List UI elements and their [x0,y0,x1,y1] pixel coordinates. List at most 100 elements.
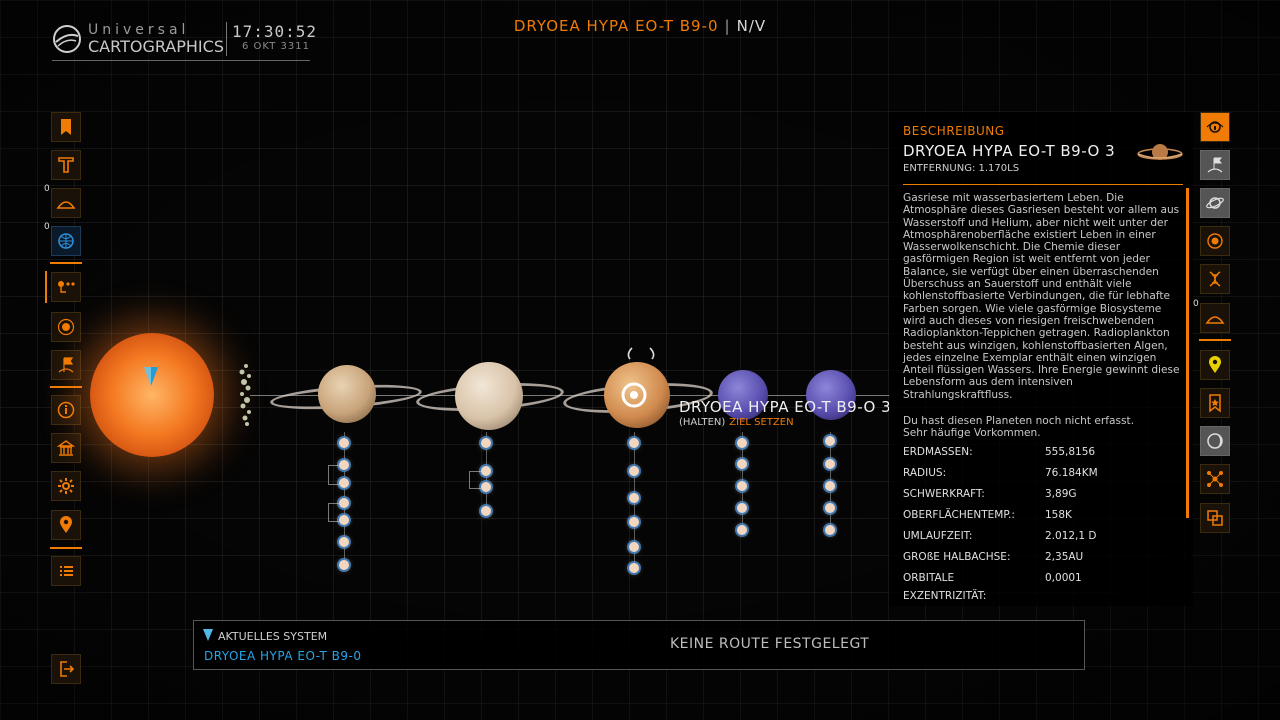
surface-scan-button[interactable]: 0 [44,184,81,218]
planet-3-moon[interactable] [629,438,639,448]
planet-3-moon[interactable] [629,493,639,503]
planet-5-moon[interactable] [825,481,835,491]
planet-5-moon[interactable] [825,459,835,469]
current-system-name[interactable]: DRYOEA HYPA EO-T B9-0 [204,649,362,663]
planet-4-moon[interactable] [737,503,747,513]
system-map-button[interactable] [51,272,81,302]
set-target-link[interactable]: ZIEL SETZEN [729,417,794,428]
star-target-filter-button[interactable] [1200,226,1230,256]
location-filter-button[interactable] [1200,350,1230,380]
stat-row: SCHWERKRAFT:3,89G [903,488,1183,504]
transfer-icon [1207,510,1223,526]
crescent-icon [1207,433,1223,449]
station-button[interactable] [51,433,81,463]
planet-3-moon[interactable] [629,517,639,527]
target-planet-button[interactable] [51,312,81,342]
surface-scan-filter-button[interactable]: 0 [1193,299,1230,333]
planet-2-moon[interactable] [481,482,491,492]
station-icon [56,440,76,456]
planet-ring-icon [1206,197,1224,209]
planet-4-moon[interactable] [737,459,747,469]
system-name: DRYOEA HYPA EO-T B9-0 [513,17,719,35]
planet-1-binary-bracket [328,503,341,522]
planet-4-moon[interactable] [737,481,747,491]
flag-filter-button[interactable] [1200,150,1230,180]
exit-icon [60,661,75,677]
exit-button[interactable] [51,654,81,684]
surface-scan-filter-count: 0 [1193,299,1199,309]
cartographics-logo-icon [53,25,81,53]
network-icon [1207,471,1223,487]
planet-2[interactable] [455,362,523,430]
planet-1-moon[interactable] [339,515,349,525]
primary-star[interactable] [90,333,214,457]
info-scrollbar[interactable] [1186,188,1189,518]
planet-5-moon[interactable] [825,436,835,446]
stat-row: EXZENTRIZITÄT: [903,590,1183,606]
biology-filter-button[interactable] [1200,264,1230,294]
planet-1[interactable] [318,365,376,423]
stat-row: ERDMASSEN:555,8156 [903,446,1183,462]
info-filter-button[interactable] [1200,112,1230,142]
planet-5-moon[interactable] [825,503,835,513]
stat-label: ERDMASSEN: [903,446,973,458]
logo-divider [226,22,227,56]
list-button[interactable] [51,556,81,586]
planet-ring-filter-button[interactable] [1200,188,1230,218]
stat-label: ORBITALE [903,572,955,584]
planet-4[interactable] [718,370,768,420]
bookmark-star-filter-button[interactable] [1200,388,1230,418]
planet-5[interactable] [806,370,856,420]
planet-2-moon[interactable] [481,506,491,516]
list-icon [60,566,73,576]
globe-button[interactable]: 0 [44,222,81,256]
planet-3-moon[interactable] [629,563,639,573]
transfer-filter-button[interactable] [1200,503,1230,533]
planet-1-moon[interactable] [339,560,349,570]
galnet-button[interactable] [51,150,81,180]
stat-label: OBERFLÄCHENTEMP.: [903,509,1015,521]
logo-underline [52,60,310,61]
crescent-filter-button[interactable] [1200,426,1230,456]
planet-1-moon[interactable] [339,478,349,488]
left-toolbar-divider-3 [50,547,82,549]
stat-row: OBERFLÄCHENTEMP.: 158K [903,509,1183,525]
info-description: Gasriese mit wasserbasiertem Leben. Die … [903,192,1180,401]
planet-4-moon[interactable] [737,525,747,535]
settings-gear-icon [58,478,74,494]
planet-3-moon[interactable] [629,466,639,476]
info-status-scan: Du hast diesen Planeten noch nicht erfas… [903,415,1135,427]
planet-1-moon[interactable] [339,498,349,508]
surface-scan-icon [1205,316,1225,324]
surface-scan-icon [56,201,76,209]
system-status: N/V [736,17,767,35]
planet-1-moon[interactable] [339,537,349,547]
hold-label: (HALTEN) [679,417,726,428]
planet-1-moon[interactable] [339,438,349,448]
info-title: DRYOEA HYPA EO-T B9-O 3 [903,142,1116,160]
planet-3-moon[interactable] [629,542,639,552]
network-filter-button[interactable] [1200,464,1230,494]
location-pin-icon [60,516,72,533]
planet-1-moon[interactable] [339,460,349,470]
info-button[interactable] [51,395,81,425]
settings-button[interactable] [51,471,81,501]
stat-label: GROßE HALBACHSE: [903,551,1011,563]
info-distance: ENTFERNUNG: 1.170LS [903,163,1020,174]
planet-5-moon[interactable] [825,525,835,535]
system-title: DRYOEA HYPA EO-T B9-0 | N/V [0,17,1280,35]
clock-date: 6 OKT 3311 [242,41,310,52]
bookmarks-button[interactable] [51,112,81,142]
title-separator: | [724,17,731,35]
stat-value: 158K [1045,509,1072,521]
planet-2-moon[interactable] [481,466,491,476]
asteroid-belt[interactable] [236,362,256,428]
bookmark-star-icon [1209,394,1221,413]
planet-4-moon[interactable] [737,438,747,448]
planet-2-moon[interactable] [481,438,491,448]
current-system-label: AKTUELLES SYSTEM [218,630,328,643]
info-divider [903,184,1183,185]
flag-button[interactable] [51,350,81,380]
location-button[interactable] [51,510,81,540]
stat-value: 2.012,1 D [1045,530,1097,542]
